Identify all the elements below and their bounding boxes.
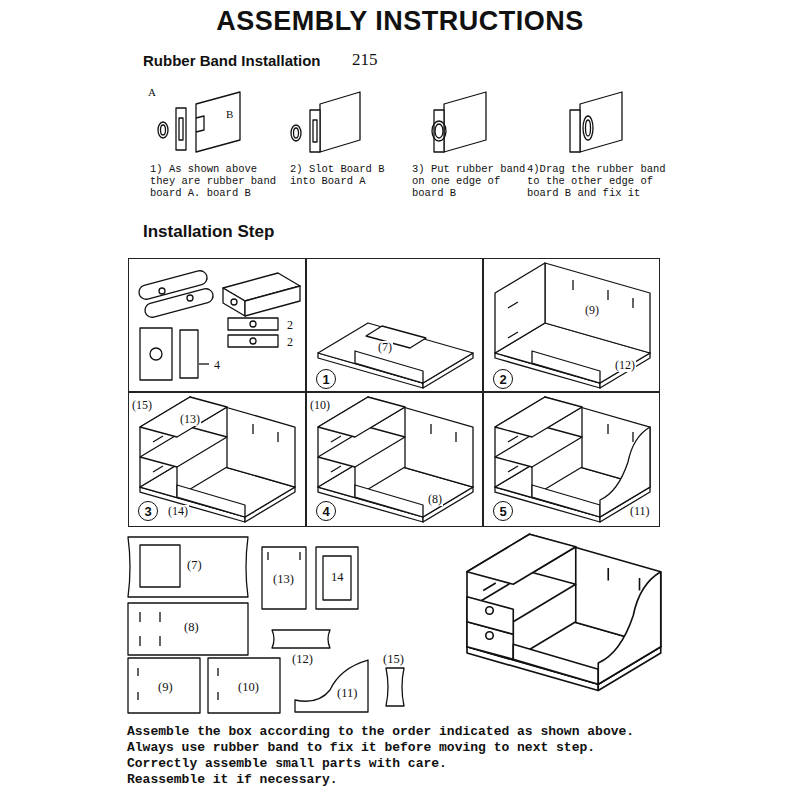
callout-number: (12): [614, 359, 636, 372]
callout-number: (9): [584, 304, 600, 317]
step-number-circle: 4: [316, 501, 336, 521]
step-panel: (15) (13) (14) 3: [128, 392, 306, 527]
step-number: 3: [144, 505, 151, 518]
part-number: (9): [157, 680, 174, 695]
step-number: 1: [322, 373, 329, 386]
step-caption: 4)Drag the rubber band to the other edge…: [527, 163, 669, 199]
callout-number: 2: [286, 336, 294, 349]
step-figure: [495, 397, 650, 522]
step-caption: 2) Slot Board B into Board A: [290, 163, 390, 187]
callout-number: 2: [286, 319, 294, 332]
board-letter: B: [226, 108, 233, 120]
instruction-note: Always use rubber band to fix it before …: [127, 740, 595, 755]
callout-number: (11): [629, 505, 651, 518]
step-panel: (7) 1: [306, 258, 483, 392]
part-number: (13): [272, 572, 295, 587]
assembled-box: [467, 534, 661, 690]
step-caption: 3) Put rubber band on one edge of board …: [412, 163, 530, 199]
rubber-band-figure: [291, 92, 360, 152]
page-number: 215: [352, 50, 378, 70]
rubber-band-figure: [158, 92, 240, 152]
part-number: (12): [291, 652, 314, 667]
part-outlines: [128, 537, 404, 713]
step-caption: 1) As shown above they are rubber band b…: [150, 163, 280, 199]
part-number: (11): [336, 686, 358, 701]
step-figure: [318, 397, 473, 522]
board-letter: A: [148, 86, 156, 98]
section-heading: Installation Step: [143, 222, 274, 242]
step-number-circle: 5: [493, 501, 513, 521]
part-number: (15): [382, 652, 405, 667]
step-number-circle: 1: [316, 369, 336, 389]
step-panel: (11) 5: [483, 392, 660, 527]
part-number: (7): [186, 558, 203, 573]
instruction-note: Correctly assemble small parts with care…: [127, 756, 447, 771]
part-number: (10): [237, 680, 260, 695]
step-number: 2: [499, 373, 506, 386]
instruction-note: Assemble the box according to the order …: [127, 724, 634, 739]
step-figure: [140, 397, 295, 522]
step-number: 4: [322, 505, 329, 518]
callout-number: (8): [427, 493, 443, 506]
page-title: ASSEMBLY INSTRUCTIONS: [0, 6, 800, 37]
callout-number: (14): [167, 505, 189, 518]
callout-number: (10): [309, 399, 331, 412]
rubber-band-figure: [570, 92, 622, 152]
step-panel: 2 2 4: [128, 258, 306, 392]
part-number: 14: [330, 570, 345, 585]
step-panel: (9) (12) 2: [483, 258, 660, 392]
instruction-note: Reassemble it if necessary.: [127, 772, 338, 787]
step-number: 5: [499, 505, 506, 518]
rubber-band-figure: [432, 92, 486, 152]
callout-number: 4: [213, 359, 221, 372]
exploded-parts: [137, 269, 300, 380]
part-number: (8): [183, 620, 200, 635]
step-number-circle: 3: [138, 501, 158, 521]
step-panel: (10) (8) 4: [306, 392, 483, 527]
step-figure: [495, 263, 650, 388]
callout-number: (7): [377, 341, 393, 354]
step-number-circle: 2: [493, 369, 513, 389]
callout-number: (13): [179, 413, 201, 426]
step-figure: [318, 323, 473, 388]
section-heading: Rubber Band Installation: [143, 52, 321, 69]
callout-number: (15): [131, 399, 153, 412]
